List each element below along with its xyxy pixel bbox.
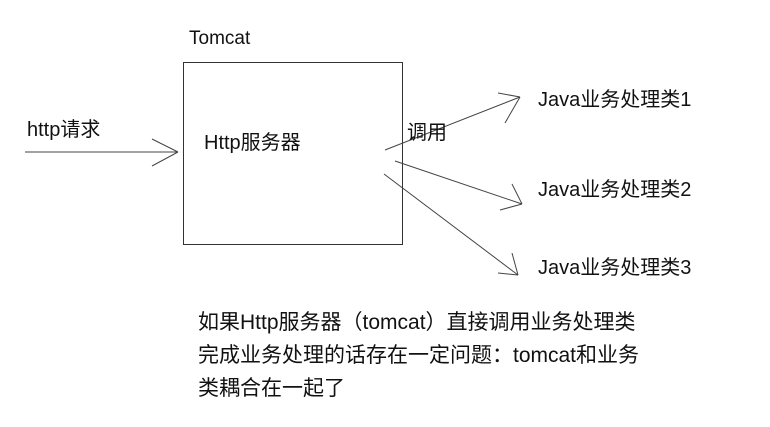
- note-line: 如果Http服务器（tomcat）直接调用业务处理类: [198, 311, 636, 334]
- handler-label-2: Java业务处理类2: [538, 179, 692, 201]
- request-arrow: [25, 138, 179, 167]
- tomcat-box: [183, 62, 403, 245]
- note-line: 完成业务处理的话存在一定问题：tomcat和业务: [198, 344, 640, 367]
- tomcat-label: Tomcat: [189, 28, 251, 49]
- call-arrow-2: [394, 160, 523, 211]
- call-arrow-3: [383, 173, 519, 276]
- handler-label-1: Java业务处理类1: [538, 89, 692, 111]
- call-label: 调用: [407, 122, 447, 144]
- call-arrow-1: [384, 92, 521, 151]
- note-paragraph: 如果Http服务器（tomcat）直接调用业务处理类 完成业务处理的话存在一定问…: [198, 306, 738, 405]
- http-server-label: Http服务器: [204, 132, 301, 154]
- note-line: 类耦合在一起了: [198, 377, 345, 400]
- http-request-label: http请求: [27, 119, 101, 141]
- handler-label-3: Java业务处理类3: [538, 257, 692, 279]
